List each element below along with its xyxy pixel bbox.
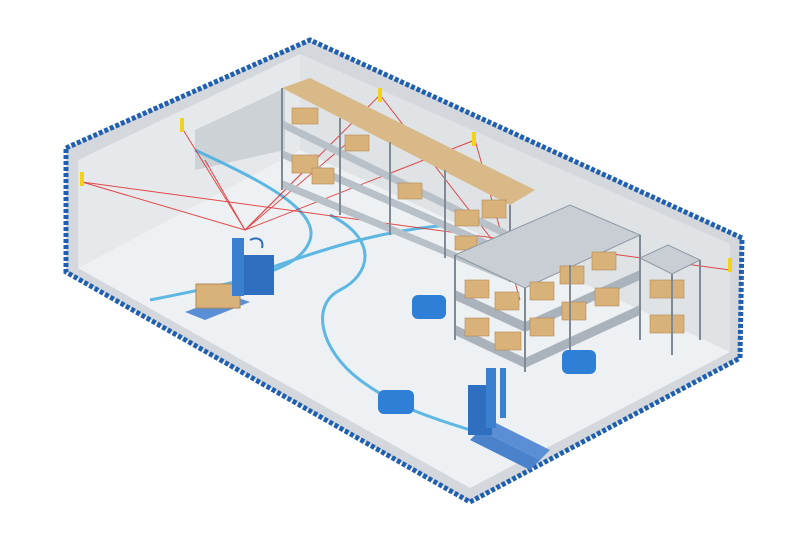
cargo-box	[559, 265, 585, 285]
cargo-box	[561, 301, 587, 321]
cargo-box	[591, 251, 617, 271]
cargo-box	[397, 182, 423, 200]
cargo-box	[311, 167, 335, 185]
reflector-marker	[378, 88, 382, 102]
reflector-marker	[728, 258, 732, 272]
mobile-robot	[562, 350, 596, 374]
cargo-box	[344, 134, 370, 152]
cargo-box	[481, 199, 507, 219]
cargo-box	[454, 209, 480, 227]
cargo-box	[649, 314, 685, 334]
cargo-box	[649, 279, 685, 299]
reflector-markers	[80, 88, 732, 272]
cargo-box	[494, 291, 520, 311]
cargo-box	[529, 281, 555, 301]
reflector-marker	[472, 132, 476, 146]
cargo-box	[464, 279, 490, 299]
reflector-marker	[180, 118, 184, 132]
reflector-marker	[80, 172, 84, 186]
recess-wall	[195, 88, 285, 170]
cargo-box	[594, 287, 620, 307]
agv-guide-paths	[149, 148, 471, 432]
cargo-box	[529, 317, 555, 337]
cargo-box	[291, 154, 319, 174]
cargo-box	[464, 317, 490, 337]
mobile-robots	[378, 295, 596, 414]
forklift-agv-loaded	[185, 237, 274, 320]
mobile-robot	[412, 295, 446, 319]
right-shelf	[638, 244, 702, 355]
mobile-robot	[378, 390, 414, 414]
cargo-box	[291, 107, 319, 125]
floor	[78, 150, 730, 488]
center-shelf-block	[453, 204, 642, 372]
cargo-box	[494, 331, 522, 351]
forklift-agv	[468, 368, 550, 470]
back-shelf-rack	[281, 78, 535, 282]
